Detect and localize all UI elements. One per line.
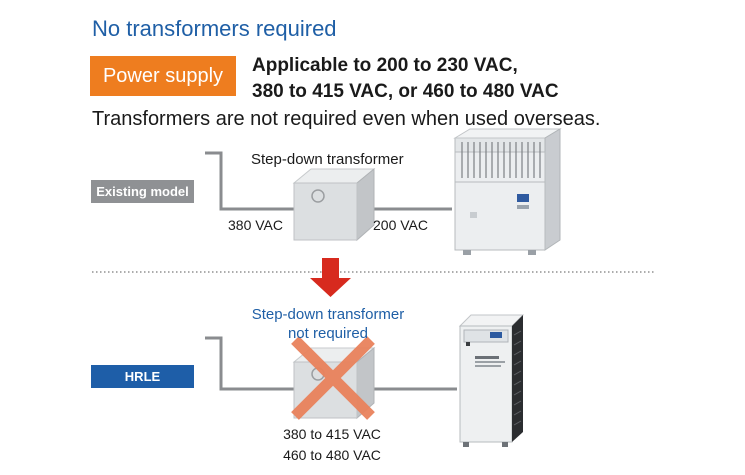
power-supply-line-2: 380 to 415 VAC, or 460 to 480 VAC xyxy=(252,81,559,102)
hrle-voltage-line-1: 380 to 415 VAC xyxy=(283,426,381,442)
power-supply-spec: Applicable to 200 to 230 VAC, 380 to 415… xyxy=(252,53,559,105)
transformer-box xyxy=(292,167,376,242)
sub-heading: Transformers are not required even when … xyxy=(92,108,601,130)
hrle-chiller-unit xyxy=(458,314,525,447)
page-heading: No transformers required xyxy=(92,16,337,41)
down-arrow-icon xyxy=(310,258,351,297)
power-supply-badge: Power supply xyxy=(90,56,236,96)
existing-chiller-unit xyxy=(453,128,562,255)
hrle-voltage-range: 380 to 415 VAC 460 to 480 VAC xyxy=(262,424,402,466)
existing-output-voltage: 200 VAC xyxy=(373,217,428,233)
transformer-label: Step-down transformer xyxy=(251,151,404,168)
cross-icon xyxy=(291,336,375,420)
existing-input-wire xyxy=(205,151,296,211)
hrle-badge: HRLE xyxy=(91,365,194,388)
existing-model-badge: Existing model xyxy=(91,180,194,203)
power-supply-line-1: Applicable to 200 to 230 VAC, xyxy=(252,55,518,76)
transformer-not-required-note: Step-down transformer not required xyxy=(236,305,420,343)
hrle-input-wire xyxy=(205,336,296,391)
note-line-1: Step-down transformer xyxy=(251,306,405,323)
existing-input-voltage: 380 VAC xyxy=(228,217,283,233)
note-line-2: not required xyxy=(287,325,369,342)
hrle-voltage-line-2: 460 to 480 VAC xyxy=(283,447,381,463)
